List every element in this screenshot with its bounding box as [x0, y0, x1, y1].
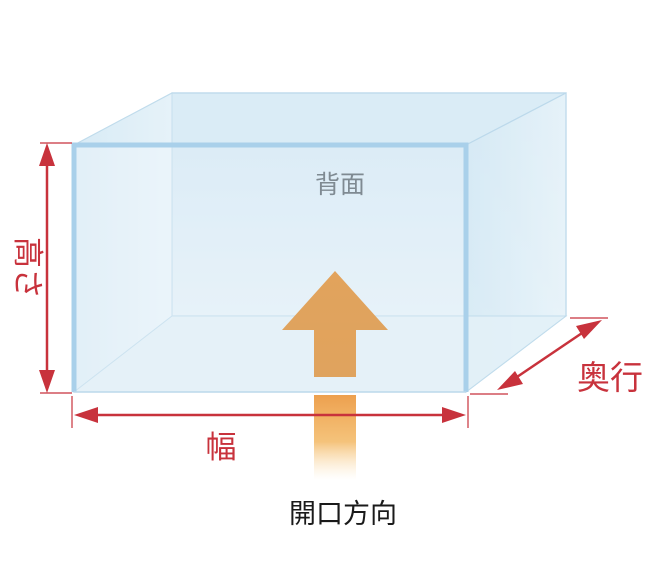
- opening-label: 開口方向: [289, 499, 397, 530]
- depth-label: 奥行: [577, 358, 643, 397]
- height-arrow-up: [39, 143, 55, 166]
- width-arrow-right: [442, 407, 466, 423]
- front-frame: [71, 142, 469, 392]
- width-arrow-left: [74, 407, 98, 423]
- front-face: [74, 145, 466, 392]
- height-arrow-down: [39, 370, 55, 393]
- depth-dimension-line: [510, 327, 589, 383]
- opening-arrow-head: [282, 271, 388, 330]
- opening-arrow-stem-lower: [314, 395, 356, 480]
- depth-arrow-back: [576, 320, 602, 339]
- opening-arrow-stem-upper: [314, 330, 356, 377]
- depth-arrow-front: [497, 371, 523, 390]
- height-label: 高さ: [9, 237, 45, 299]
- back-label: 背面: [315, 170, 365, 199]
- width-label: 幅: [206, 430, 237, 466]
